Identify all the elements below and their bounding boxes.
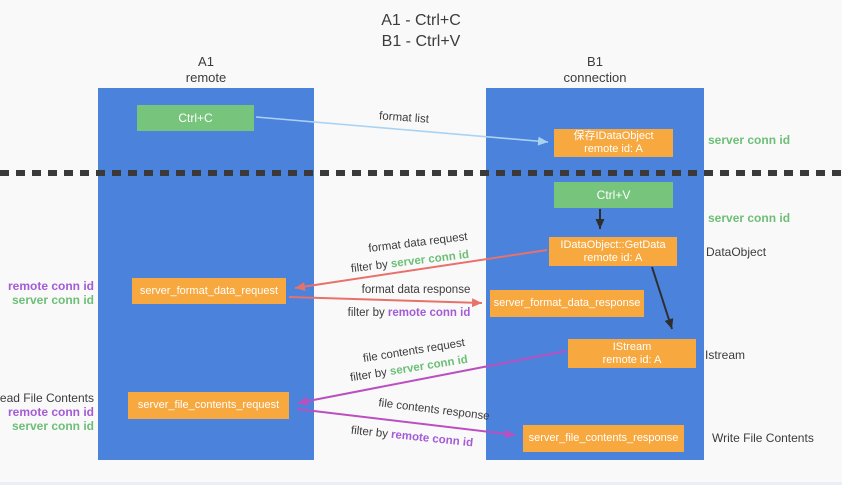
lane-header-b1: B1 connection xyxy=(486,54,704,86)
format-list-label: format list xyxy=(378,110,430,126)
diagram-title: A1 - Ctrl+C B1 - Ctrl+V xyxy=(0,10,842,52)
filter-by-remote-conn-id-label-2: filter by remote conn id xyxy=(350,425,473,450)
server-conn-id-label-right-2: server conn id xyxy=(708,211,791,225)
idataobject-getdata-box: IDataObject::GetData remote id: A xyxy=(549,237,677,266)
save-idataobject-box: 保存IDataObject remote id: A xyxy=(554,129,673,157)
format-data-response-label: format data response xyxy=(361,284,471,296)
filter-by-text: filter by xyxy=(347,307,388,319)
lane-b1-name: B1 xyxy=(587,54,603,69)
session-divider-dotted-line xyxy=(0,170,842,176)
server-file-contents-request-box: server_file_contents_request xyxy=(128,392,289,419)
lane-header-a1: A1 remote xyxy=(98,54,314,86)
getdata-line2: remote id: A xyxy=(583,251,643,264)
lane-a1-name: A1 xyxy=(198,54,214,69)
filter-by-remote-conn-id-label-1: filter by remote conn id xyxy=(348,307,471,319)
save-idataobject-line1: 保存IDataObject xyxy=(573,130,654,142)
dataobject-label: DataObject xyxy=(706,245,767,259)
getdata-line1: IDataObject::GetData xyxy=(560,238,666,251)
remote-conn-id-label-left-2: remote conn id xyxy=(7,405,94,419)
title-line-2: B1 - Ctrl+V xyxy=(381,33,461,50)
server-format-data-response-box: server_format_data_response xyxy=(490,290,644,317)
server-file-contents-response-box: server_file_contents_response xyxy=(523,425,684,452)
filter-by-text: filter by xyxy=(350,258,392,276)
left-file-labels: Read File Contents remote conn id server… xyxy=(0,391,94,433)
ctrl-c-box: Ctrl+C xyxy=(137,105,254,131)
write-file-contents-label: Write File Contents xyxy=(712,431,814,445)
server-conn-id-label-right-1: server conn id xyxy=(708,133,791,147)
left-conn-id-labels-1: remote conn id server conn id xyxy=(8,279,94,307)
filter-by-text: filter by xyxy=(349,366,391,385)
istream-box: IStream remote id: A xyxy=(568,339,696,368)
istream-side-label: Istream xyxy=(705,348,746,362)
filter-by-text: filter by xyxy=(350,424,392,441)
istream-line1: IStream xyxy=(612,340,652,353)
lane-a1-role: remote xyxy=(185,70,227,85)
title-line-1: A1 - Ctrl+C xyxy=(381,12,461,29)
server-format-data-request-box: server_format_data_request xyxy=(132,278,286,304)
ctrl-v-box: Ctrl+V xyxy=(554,182,673,208)
format-data-response-arrow xyxy=(288,296,483,308)
server-conn-id-text: server conn id xyxy=(390,248,470,271)
remote-conn-id-label-left-1: remote conn id xyxy=(7,279,94,293)
istream-line2: remote id: A xyxy=(602,353,662,366)
read-file-contents-label: Read File Contents xyxy=(0,391,94,405)
server-conn-id-label-left-1: server conn id xyxy=(11,293,94,307)
save-idataobject-line2: remote id: A xyxy=(584,143,643,155)
lane-b1-role: connection xyxy=(563,70,627,85)
remote-conn-id-text: remote conn id xyxy=(387,307,471,319)
bottom-edge-strip xyxy=(0,482,842,485)
file-contents-response-label: file contents response xyxy=(377,397,491,423)
server-conn-id-label-left-2: server conn id xyxy=(11,419,94,433)
remote-conn-id-text: remote conn id xyxy=(390,428,474,450)
